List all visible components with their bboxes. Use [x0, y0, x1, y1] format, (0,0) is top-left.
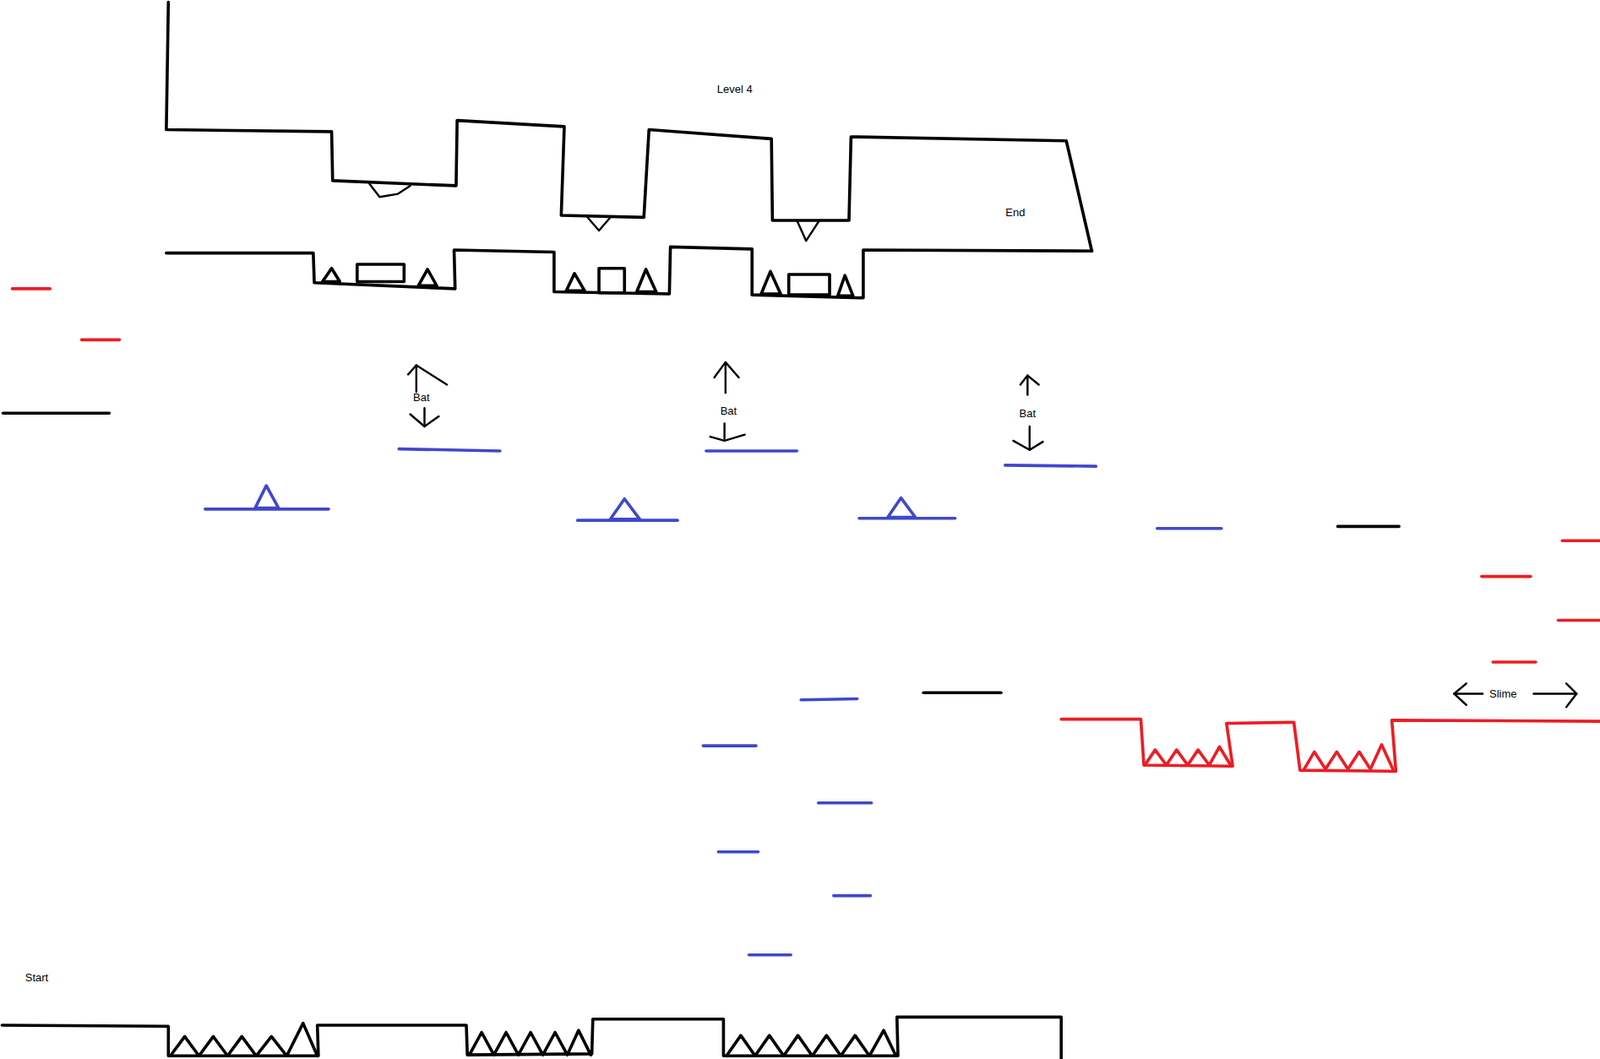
- bat-arrow: [408, 365, 447, 386]
- blue-spike: [255, 485, 279, 509]
- floor-spike: [761, 271, 781, 294]
- ceiling-spike: [369, 184, 410, 198]
- slime-arrow: [1453, 683, 1466, 705]
- spike-pit: [726, 1030, 897, 1056]
- blue-platform: [718, 850, 758, 855]
- red-platform: [1492, 660, 1536, 664]
- blue-platform: [706, 449, 798, 453]
- floor-spike: [565, 273, 585, 292]
- upper-floor: [166, 246, 1093, 298]
- blue-platform: [1157, 527, 1222, 531]
- blue-platform: [833, 894, 871, 898]
- box: [598, 268, 625, 294]
- ceiling-spike: [796, 220, 820, 241]
- blue-platform: [749, 953, 792, 958]
- ceiling: [166, 2, 1093, 252]
- bat-arrow: [1028, 426, 1031, 451]
- box: [789, 274, 830, 295]
- platform: [1338, 525, 1399, 529]
- floor-spike: [418, 269, 437, 286]
- bat-arrow: [714, 362, 740, 378]
- red-spike-pit: [1144, 746, 1230, 766]
- blue-platform: [818, 801, 872, 806]
- slime-arrow: [1533, 692, 1577, 695]
- red-ground: [1061, 719, 1600, 773]
- platform: [3, 411, 110, 415]
- blue-spike: [609, 499, 640, 520]
- box: [357, 264, 405, 283]
- red-platform: [1481, 575, 1531, 579]
- slime-label: Slime: [1489, 687, 1518, 701]
- slime-arrow: [1566, 683, 1577, 708]
- ceiling-spike: [587, 216, 612, 231]
- bat-arrow: [723, 423, 725, 439]
- bat-arrow: [1012, 440, 1043, 451]
- red-platform: [1561, 538, 1600, 543]
- platform: [923, 691, 1002, 695]
- end-label: End: [1005, 206, 1025, 219]
- red-platform: [81, 338, 120, 343]
- bat-arrow: [1026, 375, 1029, 396]
- blue-platform: [398, 449, 501, 452]
- level-title: Level 4: [717, 82, 753, 96]
- bat-arrow: [724, 362, 727, 393]
- bat-arrow: [410, 414, 440, 427]
- blue-spike: [887, 498, 916, 518]
- bat-arrow: [1020, 375, 1040, 386]
- bat-arrow: [423, 408, 425, 427]
- blue-platform: [702, 744, 757, 748]
- bat-arrow: [415, 365, 418, 392]
- blue-platform: [800, 699, 857, 701]
- bat-label: Bat: [1019, 407, 1037, 420]
- red-spike-pit: [1304, 745, 1394, 770]
- spike-pit: [469, 1030, 592, 1056]
- floor-spike: [636, 269, 657, 293]
- floor-spike: [322, 268, 341, 283]
- red-platform: [11, 287, 50, 291]
- ground: [1, 1017, 1062, 1059]
- red-platform: [1557, 619, 1600, 623]
- bat-arrow: [710, 435, 746, 441]
- start-label: Start: [25, 971, 49, 985]
- blue-platform: [1005, 465, 1097, 467]
- floor-spike: [838, 275, 854, 296]
- bat-label: Bat: [720, 403, 738, 417]
- slime-arrow: [1453, 692, 1483, 695]
- bat-label: Bat: [413, 390, 430, 403]
- spike-pit: [170, 1023, 318, 1057]
